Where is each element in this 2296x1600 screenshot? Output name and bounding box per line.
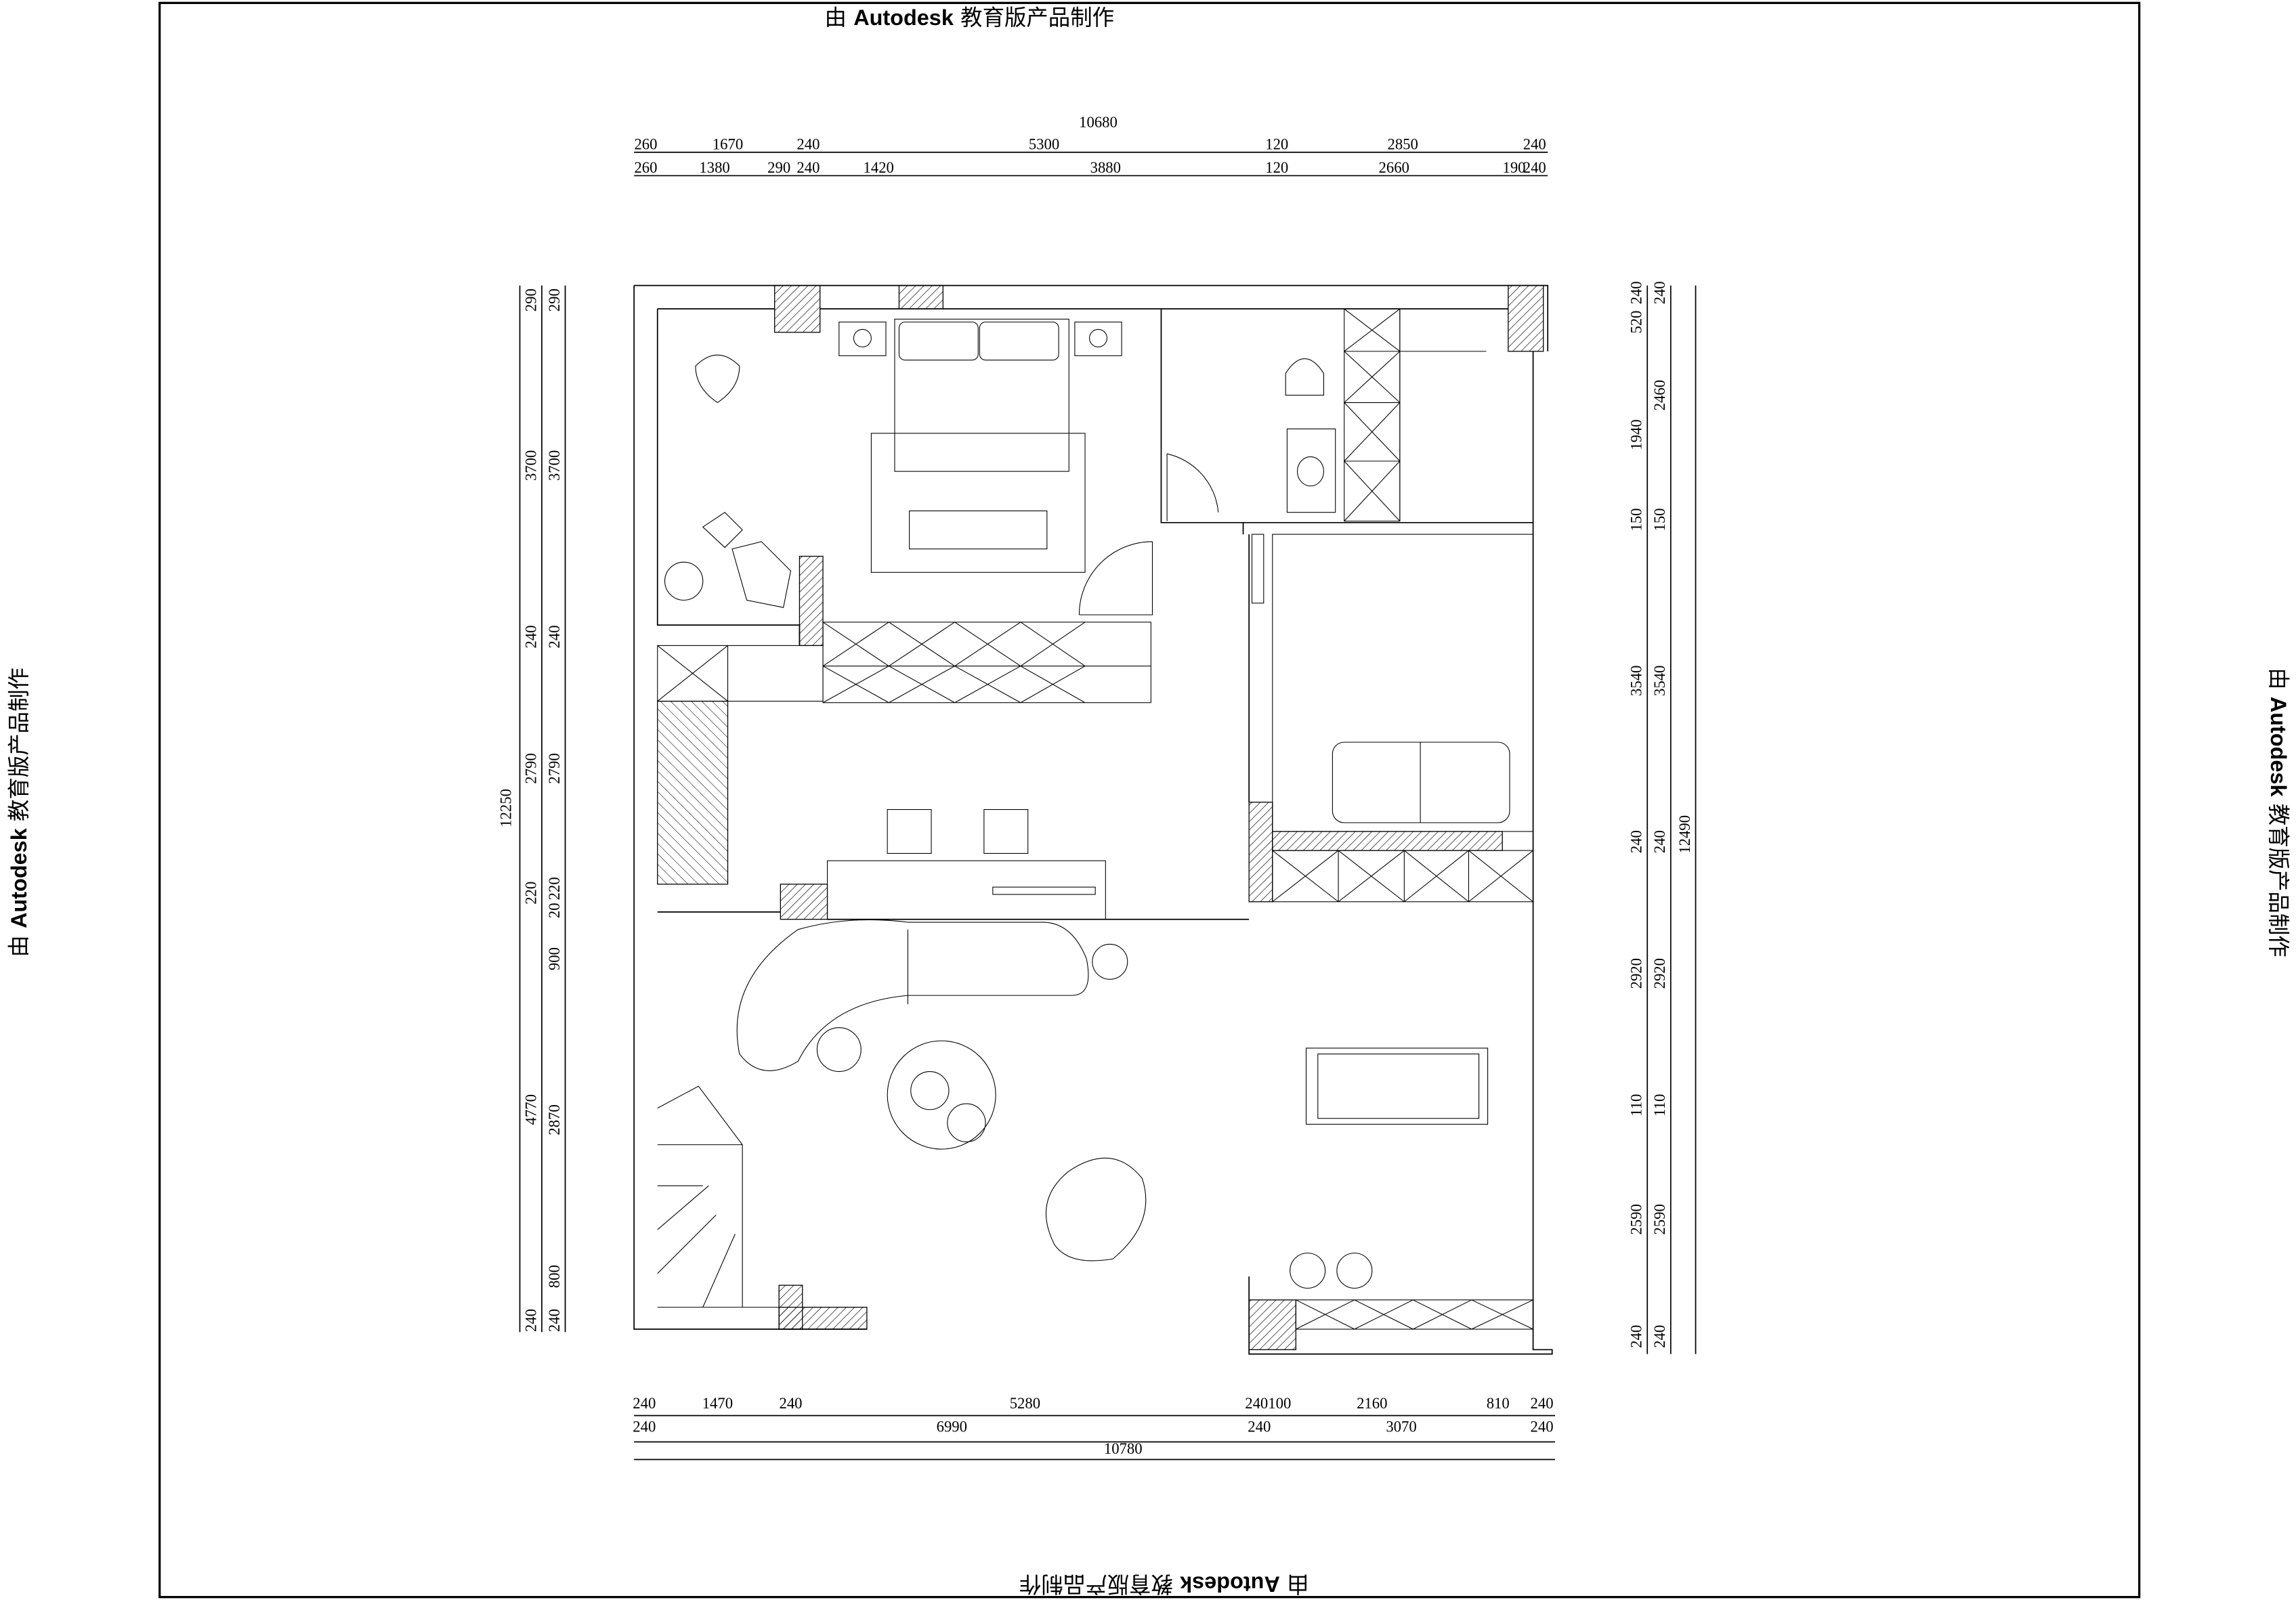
dimension-label: 260	[634, 136, 657, 153]
dimension-label: 190	[1502, 159, 1525, 176]
dimension-label: 220	[522, 882, 539, 905]
dimension-label: 5280	[1010, 1395, 1040, 1412]
dimension-label: 240	[1531, 1395, 1554, 1412]
dimension-label: 1380	[699, 159, 729, 176]
dimension-label: 240	[1628, 281, 1645, 304]
dimension-label: 240	[779, 1395, 802, 1412]
dimension-label: 2850	[1387, 136, 1418, 153]
watermark-left: 由 Autodesk 教育版产品制作	[6, 668, 32, 957]
dimension-label: 2590	[1651, 1204, 1668, 1234]
dimension-label: 240	[633, 1395, 656, 1412]
drawing-frame	[158, 1, 2141, 1599]
dimension-label: 3540	[1651, 666, 1668, 696]
dimension-label: 220	[546, 877, 563, 900]
dimension-label: 290	[522, 288, 539, 311]
dimension-label: 5300	[1029, 136, 1059, 153]
dimension-label: 240	[1628, 1325, 1645, 1348]
dimension-label: 120	[1265, 159, 1288, 176]
dimension-label: 240100	[1245, 1395, 1291, 1412]
dimension-label: 240	[1523, 136, 1546, 153]
dimension-label: 120	[1265, 136, 1288, 153]
dimension-label: 2790	[522, 753, 539, 783]
dimension-total-left: 12250	[498, 789, 515, 827]
dimension-label: 1940	[1628, 419, 1645, 450]
dimension-label: 240	[1523, 159, 1546, 176]
dimension-label: 4770	[522, 1094, 539, 1125]
floor-plan	[633, 284, 1553, 1355]
dimension-label: 900	[546, 947, 563, 970]
dimension-label: 240	[1651, 1325, 1668, 1348]
dimension-label: 2920	[1651, 958, 1668, 989]
dimension-label: 240	[1651, 281, 1668, 304]
dimension-label: 240	[1248, 1418, 1271, 1435]
dimension-label: 240	[633, 1418, 656, 1435]
dimension-label: 20	[546, 903, 563, 918]
dimension-label: 3540	[1628, 666, 1645, 696]
dimension-label: 810	[1487, 1395, 1510, 1412]
dimension-label: 3700	[546, 450, 563, 481]
dimension-label: 240	[522, 625, 539, 648]
dimension-label: 1470	[702, 1395, 733, 1412]
watermark-bottom: 由 Autodesk 教育版产品制作	[1019, 1571, 1309, 1597]
dimension-label: 240	[1531, 1418, 1554, 1435]
dimension-label: 240	[1651, 830, 1668, 853]
dimension-label: 150	[1651, 508, 1668, 531]
watermark-top: 由 Autodesk 教育版产品制作	[824, 5, 1114, 30]
dimension-label: 240	[1628, 830, 1645, 853]
dimension-label: 110	[1651, 1094, 1668, 1117]
dimension-label: 2590	[1628, 1204, 1645, 1234]
watermark-right: 由 Autodesk 教育版产品制作	[2266, 668, 2291, 957]
dimension-lines: 10680 260 1670 240 5300 120 2850 240 260 1380 290 2…	[498, 114, 1697, 1461]
dimension-label: 520	[1628, 311, 1645, 334]
dimension-label: 240	[796, 136, 820, 153]
dimension-label: 240	[522, 1309, 539, 1332]
dimension-label: 2790	[546, 753, 563, 783]
dimension-label: 2870	[546, 1104, 563, 1135]
dimension-label: 290	[546, 288, 563, 311]
dimension-label: 6990	[937, 1418, 967, 1435]
dimension-label: 240	[796, 159, 820, 176]
dimension-label: 3070	[1386, 1418, 1416, 1435]
dimension-label: 800	[546, 1265, 563, 1288]
dimension-label: 3880	[1090, 159, 1121, 176]
dimension-label: 3700	[522, 450, 539, 481]
dimension-label: 240	[546, 1309, 563, 1332]
dimension-label: 260	[634, 159, 657, 176]
dimension-label: 240	[546, 625, 563, 648]
dimension-total-bottom: 10780	[1104, 1440, 1143, 1457]
dimension-label: 110	[1628, 1094, 1645, 1117]
dimension-label: 150	[1628, 508, 1645, 531]
dimension-label: 290	[767, 159, 790, 176]
dimension-label: 2160	[1357, 1395, 1387, 1412]
dimension-label: 1420	[864, 159, 894, 176]
dimension-label: 1670	[713, 136, 743, 153]
dimension-total-top: 10680	[1079, 114, 1118, 131]
dimension-total-right: 12490	[1676, 815, 1693, 854]
dimension-label: 2660	[1379, 159, 1409, 176]
dimension-label: 2920	[1628, 958, 1645, 989]
dimension-label: 2460	[1651, 380, 1668, 410]
wardrobe	[657, 622, 1151, 885]
